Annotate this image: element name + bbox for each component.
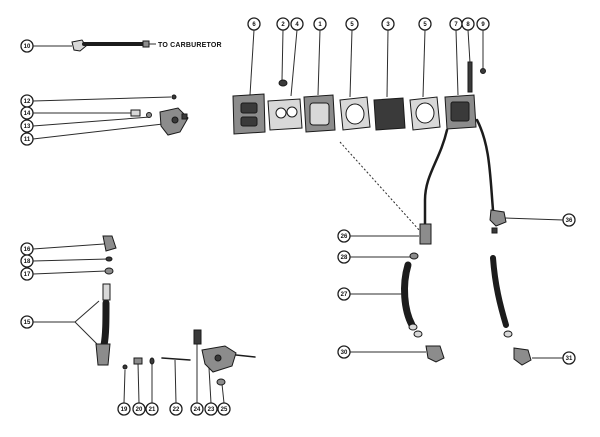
svg-text:6: 6 [252, 22, 256, 28]
svg-text:23: 23 [208, 407, 215, 413]
callout-25: 25 [217, 402, 231, 416]
callout-13: 13 [20, 119, 34, 133]
callout-16: 16 [20, 242, 34, 256]
fitting-cluster-upper-left [32, 94, 189, 140]
callout-36: 36 [562, 213, 576, 227]
svg-text:13: 13 [24, 124, 31, 130]
elbow-fitting-30 [425, 345, 445, 363]
svg-text:26: 26 [341, 234, 348, 240]
elbow-fitting-31 [513, 347, 532, 366]
svg-text:5: 5 [423, 22, 427, 28]
fuel-hose-15 [100, 299, 110, 349]
svg-text:24: 24 [194, 407, 201, 413]
svg-text:21: 21 [149, 407, 156, 413]
fitting-16 [102, 235, 117, 252]
callout-3: 3 [381, 17, 395, 31]
callouts: 10 12 14 13 11 6 2 4 1 5 3 5 7 8 9 26 28… [20, 17, 576, 416]
callout-21: 21 [145, 402, 159, 416]
svg-text:8: 8 [466, 22, 470, 28]
callout-12: 12 [20, 94, 34, 108]
fuel-hose-assembly-right [350, 118, 564, 366]
callout-31: 31 [562, 351, 576, 365]
svg-text:20: 20 [136, 407, 143, 413]
svg-text:19: 19 [121, 407, 128, 413]
svg-text:27: 27 [341, 292, 348, 298]
callout-14: 14 [20, 106, 34, 120]
fuel-hose-right [490, 255, 509, 328]
callout-9: 9 [476, 17, 490, 31]
fitting-assembly-lower-left [32, 235, 256, 404]
callout-23: 23 [204, 402, 218, 416]
svg-text:18: 18 [24, 259, 31, 265]
svg-text:5: 5 [350, 22, 354, 28]
callout-2: 2 [276, 17, 290, 31]
fuel-hose-27 [401, 261, 416, 329]
callout-19: 19 [117, 402, 131, 416]
callout-20: 20 [132, 402, 146, 416]
svg-text:15: 15 [24, 320, 31, 326]
callout-28: 28 [337, 250, 351, 264]
callout-22: 22 [169, 402, 183, 416]
callout-11: 11 [20, 132, 34, 146]
pump-cover [232, 93, 266, 135]
callout-18: 18 [20, 254, 34, 268]
svg-text:2: 2 [281, 22, 285, 28]
callout-1: 1 [313, 17, 327, 31]
callout-24: 24 [190, 402, 204, 416]
callout-26: 26 [337, 229, 351, 243]
callout-8: 8 [461, 17, 475, 31]
svg-text:28: 28 [341, 255, 348, 261]
callout-6: 6 [247, 17, 261, 31]
diaphragm [373, 97, 406, 131]
svg-text:11: 11 [24, 137, 31, 143]
base-screw [467, 61, 473, 93]
callout-5a: 5 [345, 17, 359, 31]
callout-30: 30 [337, 345, 351, 359]
svg-text:1: 1 [318, 22, 322, 28]
svg-text:17: 17 [24, 272, 31, 278]
svg-text:36: 36 [566, 218, 573, 224]
fuel-line-to-carburetor: TO CARBURETOR [33, 39, 222, 52]
pump-stack [232, 29, 486, 135]
carburetor-caption: TO CARBURETOR [158, 42, 222, 49]
base-washer [480, 68, 486, 74]
svg-text:25: 25 [221, 407, 228, 413]
svg-text:14: 14 [24, 111, 31, 117]
svg-text:31: 31 [566, 356, 573, 362]
callout-7: 7 [449, 17, 463, 31]
check-valve [278, 79, 288, 87]
svg-text:7: 7 [454, 22, 458, 28]
fitting-26 [419, 223, 432, 245]
callout-27: 27 [337, 287, 351, 301]
svg-text:16: 16 [24, 247, 31, 253]
svg-text:30: 30 [341, 350, 348, 356]
hose-clamp-28 [409, 252, 419, 260]
elbow-fitting-36 [489, 209, 507, 227]
svg-text:4: 4 [295, 22, 299, 28]
callout-10: 10 [20, 39, 34, 53]
svg-text:3: 3 [386, 22, 390, 28]
callout-17: 17 [20, 267, 34, 281]
svg-text:22: 22 [173, 407, 180, 413]
callout-4: 4 [290, 17, 304, 31]
svg-text:9: 9 [481, 22, 485, 28]
callout-5b: 5 [418, 17, 432, 31]
svg-text:12: 12 [24, 99, 31, 105]
callout-15: 15 [20, 315, 34, 329]
svg-text:10: 10 [24, 44, 31, 50]
